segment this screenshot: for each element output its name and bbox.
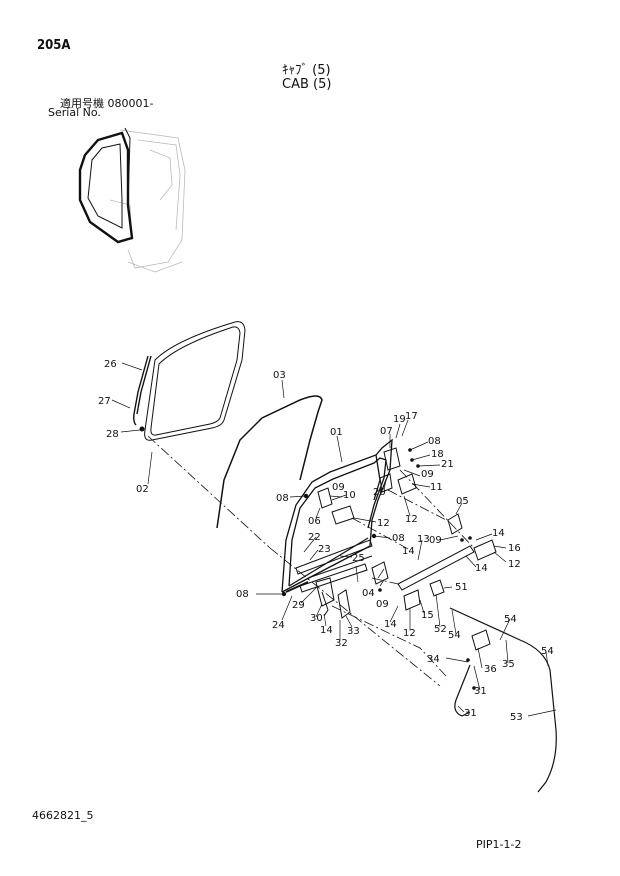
callout-32: 32 [335, 638, 348, 649]
callout-54-a: 54 [448, 630, 461, 641]
callout-54-b: 54 [504, 614, 517, 625]
striker-assembly [403, 579, 445, 611]
callout-17: 17 [405, 411, 418, 422]
callout-30: 30 [310, 613, 323, 624]
callout-52: 52 [434, 624, 447, 635]
callout-27: 27 [98, 396, 111, 407]
callout-21: 21 [441, 459, 454, 470]
callout-09-a: 09 [421, 469, 434, 480]
page-reference: PIP1-1-2 [476, 838, 522, 851]
callout-08-a: 08 [428, 436, 441, 447]
callout-25: 25 [352, 553, 365, 564]
callout-04: 04 [362, 588, 375, 599]
callout-07: 07 [380, 426, 393, 437]
callout-28: 28 [106, 429, 119, 440]
callout-14-d: 14 [320, 625, 333, 636]
callout-08-d: 08 [236, 589, 249, 600]
latch-bracket [371, 561, 389, 585]
callout-35: 35 [502, 659, 515, 670]
callout-14-a: 14 [492, 528, 505, 539]
alignment-lines [147, 435, 475, 687]
callout-14-c: 14 [402, 546, 415, 557]
callout-23: 23 [318, 544, 331, 555]
title-english: CAB (5) [282, 77, 332, 92]
callout-08-c: 08 [392, 533, 405, 544]
page-code: 205A [37, 38, 71, 53]
callout-14-b: 14 [475, 563, 488, 574]
callout-09-d: 09 [376, 599, 389, 610]
glass-seal-strip [133, 355, 152, 426]
callout-labels: 26 27 28 02 03 01 19 17 07 08 18 21 09 1… [98, 359, 554, 723]
callout-12-a: 12 [377, 518, 390, 529]
callout-12-d: 12 [403, 628, 416, 639]
fastener-dots [139, 426, 476, 690]
callout-06: 06 [308, 516, 321, 527]
callout-15: 15 [421, 610, 434, 621]
callout-12-b: 12 [405, 514, 418, 525]
door-glass-panel [144, 321, 246, 441]
cab-overview-thumbnail [78, 127, 186, 273]
callout-05: 05 [456, 496, 469, 507]
callout-14-e: 14 [384, 619, 397, 630]
callout-20: 20 [373, 487, 386, 498]
callout-12-c: 12 [508, 559, 521, 570]
serial-label-english: Serial No. [48, 106, 101, 119]
document-number: 4662821_5 [32, 809, 94, 822]
callout-10: 10 [343, 490, 356, 501]
callout-31-a: 31 [474, 686, 487, 697]
callout-31-b: 31 [464, 708, 477, 719]
door-frame [281, 438, 393, 593]
door-weather-strip [216, 395, 323, 529]
callout-03: 03 [273, 370, 286, 381]
callout-29: 29 [292, 600, 305, 611]
callout-18: 18 [431, 449, 444, 460]
serial-label-japanese: 適用号機 080001- [60, 97, 154, 110]
callout-09-b: 09 [332, 482, 345, 493]
callout-09-c: 09 [429, 535, 442, 546]
callout-01: 01 [330, 427, 343, 438]
callout-53: 53 [510, 712, 523, 723]
door-slide-rail [295, 539, 373, 593]
callout-08-b: 08 [276, 493, 289, 504]
release-cable [449, 607, 557, 793]
leader-lines [111, 362, 557, 717]
callout-19: 19 [393, 414, 406, 425]
callout-33: 33 [347, 626, 360, 637]
right-latch-hardware [447, 513, 497, 561]
callout-51: 51 [455, 582, 468, 593]
lock-rod [285, 581, 309, 593]
callout-22: 22 [308, 532, 321, 543]
release-cable-loop [454, 664, 471, 717]
callout-54-c: 54 [541, 646, 554, 657]
callout-26: 26 [104, 359, 117, 370]
title-japanese: ｷｬﾌﾞ (5) [282, 63, 331, 78]
callout-24: 24 [272, 620, 285, 631]
stay-bar [397, 545, 475, 591]
callout-11: 11 [430, 482, 443, 493]
upper-hinge-brackets [379, 447, 417, 495]
callout-34: 34 [427, 654, 440, 665]
callout-16: 16 [508, 543, 521, 554]
callout-36: 36 [484, 664, 497, 675]
cable-bracket [471, 629, 491, 651]
callout-13: 13 [417, 534, 430, 545]
callout-02: 02 [136, 484, 149, 495]
